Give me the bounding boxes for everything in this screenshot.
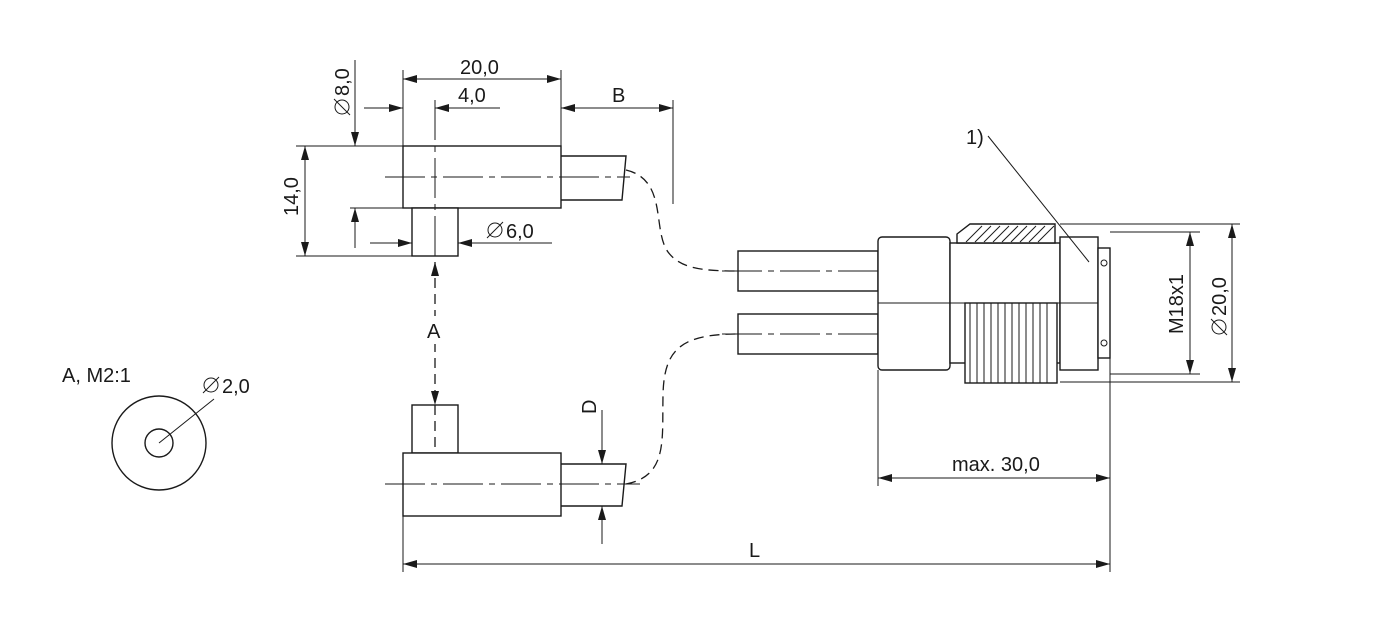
label-thread: M18x1 [1166,274,1188,334]
diameter-icon [203,377,219,393]
label-height-14: 14,0 [281,177,303,216]
detail-title: A, M2:1 [62,365,131,387]
connector-face [1097,247,1111,359]
angled-connector-bottom [385,404,640,517]
label-dia-8: 8,0 [332,68,354,96]
dimension-dia-6: 6,0 [370,221,552,247]
diameter-icon [1211,319,1227,335]
pin-contact-icon [1100,259,1108,267]
dimension-d: D [579,400,606,544]
label-dia-20: 20,0 [1209,277,1231,316]
cable-curve-top [625,169,739,272]
label-max-30: max. 30,0 [952,454,1040,476]
label-offset-4: 4,0 [458,85,486,107]
pin-contact-icon [1100,339,1108,347]
label-dia-2: 2,0 [222,376,250,398]
dimension-length-l: L [402,516,1110,572]
connector-bottom-cable [561,463,627,507]
angled-connector-top [385,100,630,257]
hatched-section [956,223,1056,244]
knurled-nut [964,302,1058,384]
dimension-max-30: max. 30,0 [877,358,1111,572]
label-dia-6: 6,0 [506,221,534,243]
dimension-thread: M18x1 [1110,231,1200,375]
label-length-l: L [749,540,760,562]
note-1: 1) [966,127,1090,263]
label-cable-b-top: B [612,85,625,107]
detail-outer-circle [111,395,207,491]
label-note-1: 1) [966,127,984,149]
cable-curve-bottom [625,333,739,485]
diameter-icon [334,99,350,115]
dimension-height-14: 14,0 [281,145,412,257]
label-view-a: A [427,321,441,343]
view-arrow-a: A [424,262,448,405]
dimension-dia-8: 8,0 [332,60,403,248]
connector-top-cable [561,155,627,201]
straight-connector [722,223,1111,384]
label-dim-d: D [579,400,601,414]
detail-view-a: A, M2:1 2,0 [62,365,250,491]
label-width-20: 20,0 [460,57,499,79]
diameter-icon [487,222,503,238]
dimension-offset-4: 4,0 [364,85,500,112]
dimension-cable-b-top: B [561,85,674,204]
detail-inner-circle [144,428,174,458]
dimension-dia-20: 20,0 [1060,223,1240,383]
